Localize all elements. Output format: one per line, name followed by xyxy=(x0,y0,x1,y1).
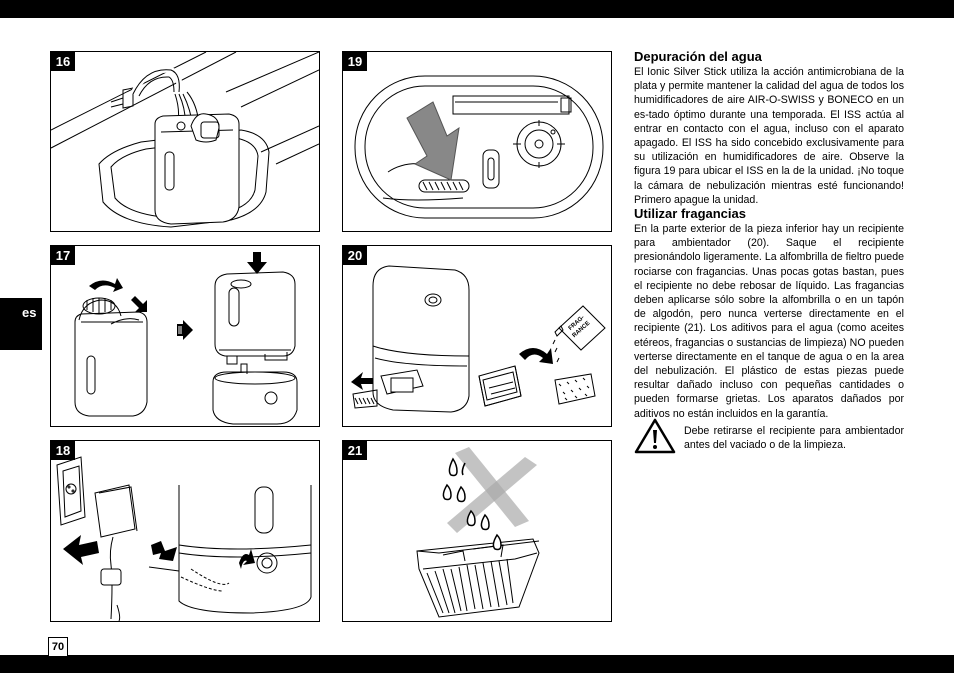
section-title: Utilizar fragancias xyxy=(634,206,746,221)
figure-19-illustration xyxy=(354,75,604,219)
page-number: 70 xyxy=(48,637,68,656)
figure-number: 16 xyxy=(51,52,75,71)
figure-number: 21 xyxy=(343,441,367,460)
figure-17: 17 xyxy=(50,245,320,427)
figure-21: 21 xyxy=(342,440,612,622)
figure-19: 19 xyxy=(342,51,612,232)
section-fragrances: Utilizar fragancias En la parte exterior… xyxy=(634,206,904,421)
figure-18-illustration xyxy=(56,456,312,621)
figure-16: 16 xyxy=(50,51,320,232)
figure-20: FRAG- RANCE 20 xyxy=(342,245,612,427)
warning-triangle-icon xyxy=(634,418,676,454)
warning-note: Debe retirarse el recipiente para ambien… xyxy=(634,418,904,458)
warning-text: Debe retirarse el recipiente para ambien… xyxy=(684,425,904,452)
section-body: El Ionic Silver Stick utiliza la acción … xyxy=(634,66,904,206)
section-title: Depuración del agua xyxy=(634,49,762,64)
section-body: En la parte exterior de la pieza inferio… xyxy=(634,223,904,420)
figure-number: 17 xyxy=(51,246,75,265)
figure-18: 18 xyxy=(50,440,320,622)
figure-17-illustration xyxy=(74,252,298,425)
figure-16-illustration xyxy=(51,52,319,228)
section-water-purification: Depuración del agua El Ionic Silver Stic… xyxy=(634,49,904,207)
figure-number: 20 xyxy=(343,246,367,265)
figure-number: 19 xyxy=(343,52,367,71)
figure-number: 18 xyxy=(51,441,75,460)
language-tab: es xyxy=(0,298,42,350)
language-tab-label: es xyxy=(22,305,37,320)
top-bar xyxy=(0,0,954,18)
figure-20-illustration: FRAG- RANCE xyxy=(351,265,606,413)
bottom-bar xyxy=(0,655,954,673)
figure-21-illustration xyxy=(416,447,540,618)
